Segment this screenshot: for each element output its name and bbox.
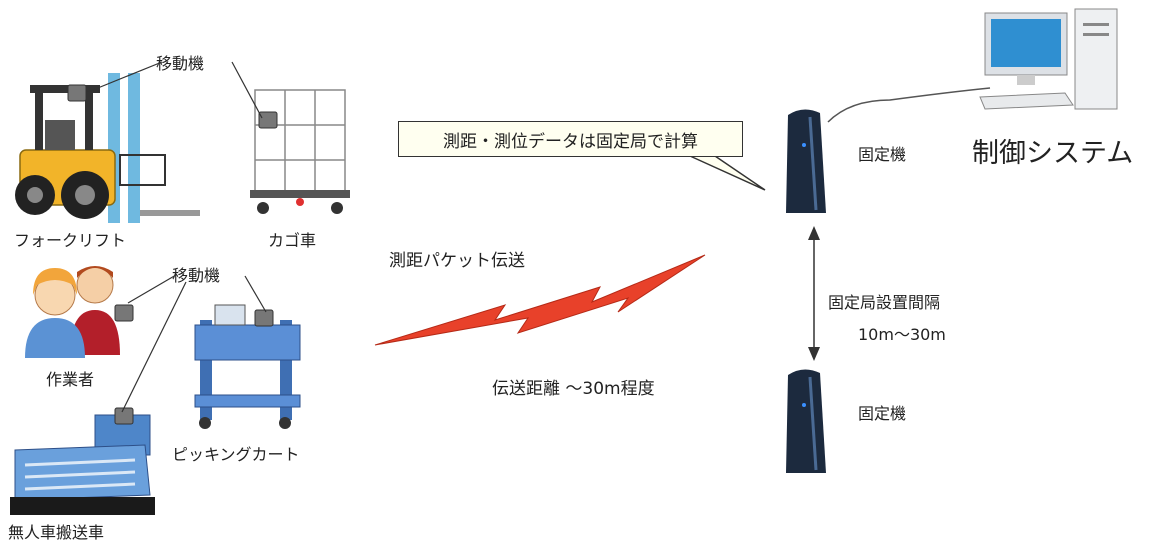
ranging-packet-label: 測距パケット伝送 — [389, 251, 525, 271]
fixed-unit-label-top: 固定機 — [858, 145, 907, 164]
callout-bubble: 測距・測位データは固定局で計算 — [398, 121, 743, 157]
mobile-unit-label-top: 移動機 — [156, 54, 205, 73]
control-system-label: 制御システム — [972, 138, 1134, 169]
forklift-image — [0, 55, 220, 235]
picking-cart-image — [190, 295, 310, 430]
worker-label: 作業者 — [46, 370, 95, 389]
fixed-station-top — [778, 105, 833, 220]
worker-image — [15, 260, 145, 360]
computer-image — [975, 5, 1135, 120]
agv-image — [5, 405, 155, 520]
cage-cart-label: カゴ車 — [268, 231, 317, 250]
station-interval-label: 固定局設置間隔 — [828, 293, 941, 312]
picking-cart-label: ピッキングカート — [172, 445, 300, 464]
forklift-label: フォークリフト — [14, 231, 127, 250]
agv-label: 無人車搬送車 — [8, 523, 105, 542]
station-interval-value: 10m～30m — [858, 325, 946, 344]
fixed-unit-label-bottom: 固定機 — [858, 404, 907, 423]
transmission-distance-label: 伝送距離 ～30m程度 — [492, 379, 655, 399]
mobile-unit-label-mid: 移動機 — [172, 266, 221, 285]
fixed-station-bottom — [778, 365, 833, 480]
cage-cart-image — [245, 70, 355, 220]
